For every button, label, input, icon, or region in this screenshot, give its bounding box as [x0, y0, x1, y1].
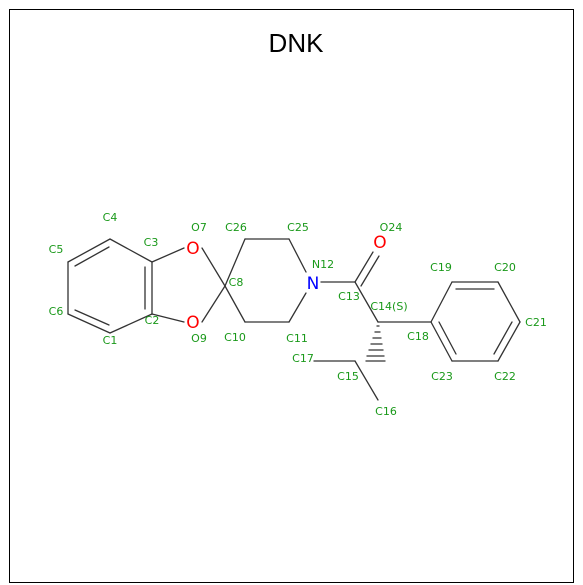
label-o9: O9	[191, 332, 207, 345]
bond-c3-c4	[109, 238, 153, 263]
label-o7: O7	[191, 221, 207, 234]
diagram-frame	[9, 9, 574, 583]
label-c17: C17	[292, 352, 314, 365]
bond-c13-o24-double	[360, 255, 380, 287]
label-c20: C20	[494, 261, 516, 274]
label-c18: C18	[407, 330, 429, 343]
atom-o9-symbol: O	[186, 313, 199, 333]
bond-c1-c2	[109, 313, 153, 334]
label-c2: C2	[145, 314, 160, 327]
molecule-title: DNK	[269, 28, 325, 58]
bond-c4-c5-double	[74, 246, 110, 267]
bond-c25-n12	[288, 238, 307, 273]
bond-c20-c21	[497, 281, 521, 323]
label-c8: C8	[229, 276, 244, 289]
label-c6: C6	[49, 305, 64, 318]
bond-c21-c22	[497, 321, 521, 362]
bond-o7-c8	[201, 247, 226, 287]
label-c26: C26	[225, 221, 247, 234]
bond-c8-c26	[224, 238, 246, 287]
atom-symbols: O O O N	[186, 233, 386, 333]
label-c21: C21	[525, 316, 547, 329]
label-c11: C11	[286, 332, 308, 345]
label-c4: C4	[103, 211, 118, 224]
label-n12: N12	[312, 258, 334, 271]
bond-c4-c5	[67, 238, 111, 263]
label-c5: C5	[49, 243, 64, 256]
atom-o24-symbol: O	[373, 233, 386, 253]
label-c23: C23	[431, 370, 453, 383]
bond-c11-n12	[288, 292, 307, 323]
bond-c2-o9	[151, 313, 185, 323]
atom-n12-symbol: N	[307, 274, 320, 294]
bond-c13-o24	[354, 251, 374, 283]
bond-c13-c14	[354, 281, 379, 323]
label-c19: C19	[430, 261, 452, 274]
bond-c15-c16	[354, 360, 379, 401]
label-c15: C15	[337, 370, 359, 383]
bonds	[67, 238, 521, 401]
label-c3: C3	[144, 236, 159, 249]
bond-c6-c1	[67, 313, 111, 334]
label-c14: C14(S)	[370, 300, 407, 313]
label-c16: C16	[375, 405, 397, 418]
bond-c23-c18-double	[438, 321, 457, 355]
label-c25: C25	[287, 221, 309, 234]
bond-c3-o7	[151, 247, 185, 263]
label-c1: C1	[103, 334, 118, 347]
label-c10: C10	[224, 331, 246, 344]
bond-c21-c22-double	[493, 321, 513, 355]
bond-c18-c19	[430, 281, 453, 323]
bond-c23-c18	[430, 321, 453, 362]
label-o24: O24	[380, 221, 403, 234]
label-c13: C13	[338, 290, 360, 303]
label-c22: C22	[494, 370, 516, 383]
bond-o9-c8	[201, 285, 226, 323]
atom-labels: C1 C2 C3 C4 C5 C6 O7 C8 O9 C10 C11 N12 C…	[49, 211, 547, 418]
stereo-hash-bond	[365, 325, 386, 362]
bond-c6-c1-double	[74, 309, 110, 326]
atom-o7-symbol: O	[186, 239, 199, 259]
bond-c8-c10	[224, 285, 246, 323]
